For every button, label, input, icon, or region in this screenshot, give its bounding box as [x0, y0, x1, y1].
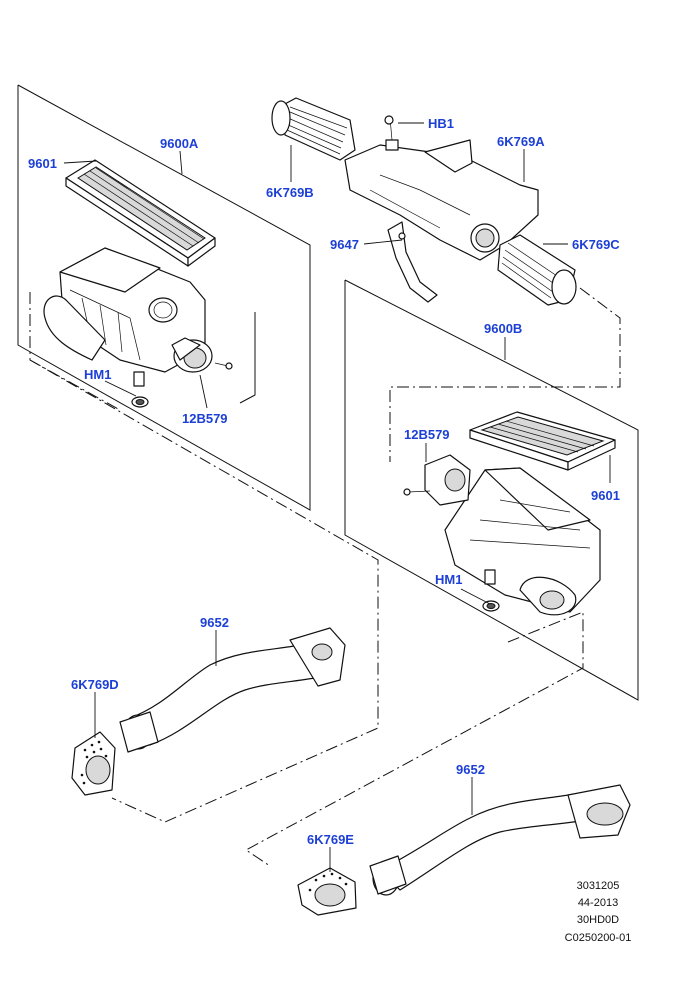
callout-12b579-right: 12B579 [404, 427, 450, 442]
callout-6k769a: 6K769A [497, 134, 545, 149]
air-filter-left [65, 159, 216, 267]
callout-9601-right: 9601 [591, 488, 620, 503]
leader-lines [63, 122, 611, 872]
callout-9600b: 9600B [484, 321, 522, 336]
intake-duct [271, 97, 577, 306]
air-box-left [43, 247, 233, 408]
air-filter-right [469, 411, 616, 471]
callout-hb1: HB1 [428, 116, 454, 131]
frame-left-assembly [17, 84, 311, 511]
callout-9601-top: 9601 [28, 156, 57, 171]
reference-line-2: 44-2013 [578, 897, 618, 909]
callout-6k769c: 6K769C [572, 237, 620, 252]
frame-right-assembly [344, 279, 639, 701]
reference-line-4: C0250200-01 [565, 932, 632, 944]
frame-hose-left-link [29, 359, 121, 411]
hose-left [71, 627, 346, 796]
reference-line-1: 3031205 [577, 880, 620, 892]
callout-6k769e: 6K769E [307, 832, 354, 847]
callout-12b579-left: 12B579 [182, 411, 228, 426]
callout-9652-bottom: 9652 [456, 762, 485, 777]
frame-hose-left [29, 292, 379, 823]
callout-9600a: 9600A [160, 136, 199, 151]
callout-hm1-right: HM1 [435, 572, 462, 587]
reference-line-3: 30HD0D [577, 914, 619, 926]
callout-9652-top: 9652 [200, 615, 229, 630]
hose-bottom [297, 784, 631, 916]
reference-block: 3031205 44-2013 30HD0D C0250200-01 [565, 880, 632, 944]
callout-6k769b: 6K769B [266, 185, 314, 200]
callout-6k769d: 6K769D [71, 677, 119, 692]
callout-labels: 9601 9600A HM1 12B579 HB1 6K769A 6K769B … [28, 116, 620, 847]
air-box-right [403, 454, 601, 616]
callout-hm1-left: HM1 [84, 367, 111, 382]
frame-hose-right [245, 611, 584, 867]
callout-9647: 9647 [330, 237, 359, 252]
